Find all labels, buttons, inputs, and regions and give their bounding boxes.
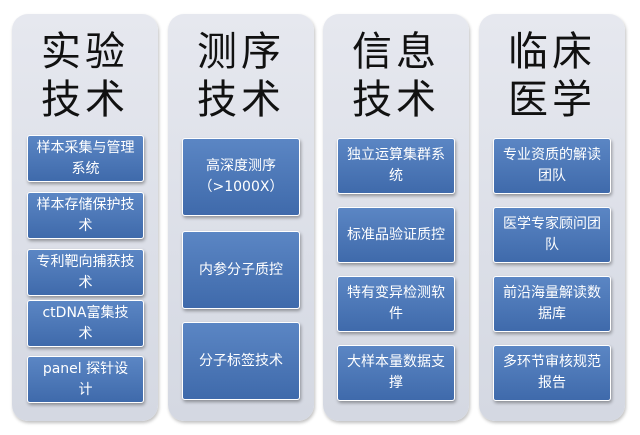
item-box: 专业资质的解读团队 (493, 138, 611, 194)
item-label: 专利靶向捕获技术 (36, 253, 135, 291)
column-lab-tech: 实验 技术 样本采集与管理系统 样本存储保护技术 专利靶向捕获技术 ctDNA富… (12, 14, 158, 421)
item-box: 标准品验证质控 (337, 207, 455, 263)
item-label: 高深度测序（>1000X） (198, 158, 284, 195)
item-label: 专业资质的解读团队 (503, 147, 601, 184)
item-box: 高深度测序（>1000X） (182, 138, 300, 216)
column-title: 测序 技术 (197, 29, 285, 123)
item-label: 前沿海量解读数据库 (503, 285, 601, 322)
item-box: 大样本量数据支撑 (337, 345, 455, 401)
item-label: 样本存储保护技术 (36, 196, 135, 234)
item-label: ctDNA富集技术 (42, 304, 129, 342)
item-label: 分子标签技术 (199, 352, 283, 369)
item-box: panel 探针设计 (27, 356, 144, 403)
item-box: 多环节审核规范报告 (493, 345, 611, 401)
column-title: 临床 医学 (508, 29, 596, 123)
item-label: 医学专家顾问团队 (503, 216, 601, 253)
item-label: 内参分子质控 (199, 261, 283, 278)
item-box: 独立运算集群系统 (337, 138, 455, 194)
item-box: 样本采集与管理系统 (27, 135, 144, 182)
item-box: 分子标签技术 (182, 322, 300, 400)
item-box: 医学专家顾问团队 (493, 207, 611, 263)
item-box: 专利靶向捕获技术 (27, 249, 144, 296)
column-title: 实验 技术 (41, 29, 129, 123)
item-box: ctDNA富集技术 (27, 300, 144, 347)
item-box: 前沿海量解读数据库 (493, 276, 611, 332)
item-label: 独立运算集群系统 (347, 147, 445, 184)
item-label: 特有变异检测软件 (347, 285, 445, 322)
item-box: 特有变异检测软件 (337, 276, 455, 332)
column-title: 信息 技术 (352, 29, 440, 123)
column-clinical-medicine: 临床 医学 专业资质的解读团队 医学专家顾问团队 前沿海量解读数据库 多环节审核… (479, 14, 625, 421)
column-sequencing-tech: 测序 技术 高深度测序（>1000X） 内参分子质控 分子标签技术 (168, 14, 314, 421)
item-label: 多环节审核规范报告 (503, 354, 601, 391)
item-box: 样本存储保护技术 (27, 192, 144, 239)
item-box: 内参分子质控 (182, 231, 300, 309)
column-info-tech: 信息 技术 独立运算集群系统 标准品验证质控 特有变异检测软件 大样本量数据支撑 (323, 14, 469, 421)
item-label: 标准品验证质控 (347, 226, 445, 243)
item-label: 大样本量数据支撑 (347, 354, 445, 391)
item-label: 样本采集与管理系统 (36, 139, 135, 177)
item-label: panel 探针设计 (42, 360, 129, 398)
